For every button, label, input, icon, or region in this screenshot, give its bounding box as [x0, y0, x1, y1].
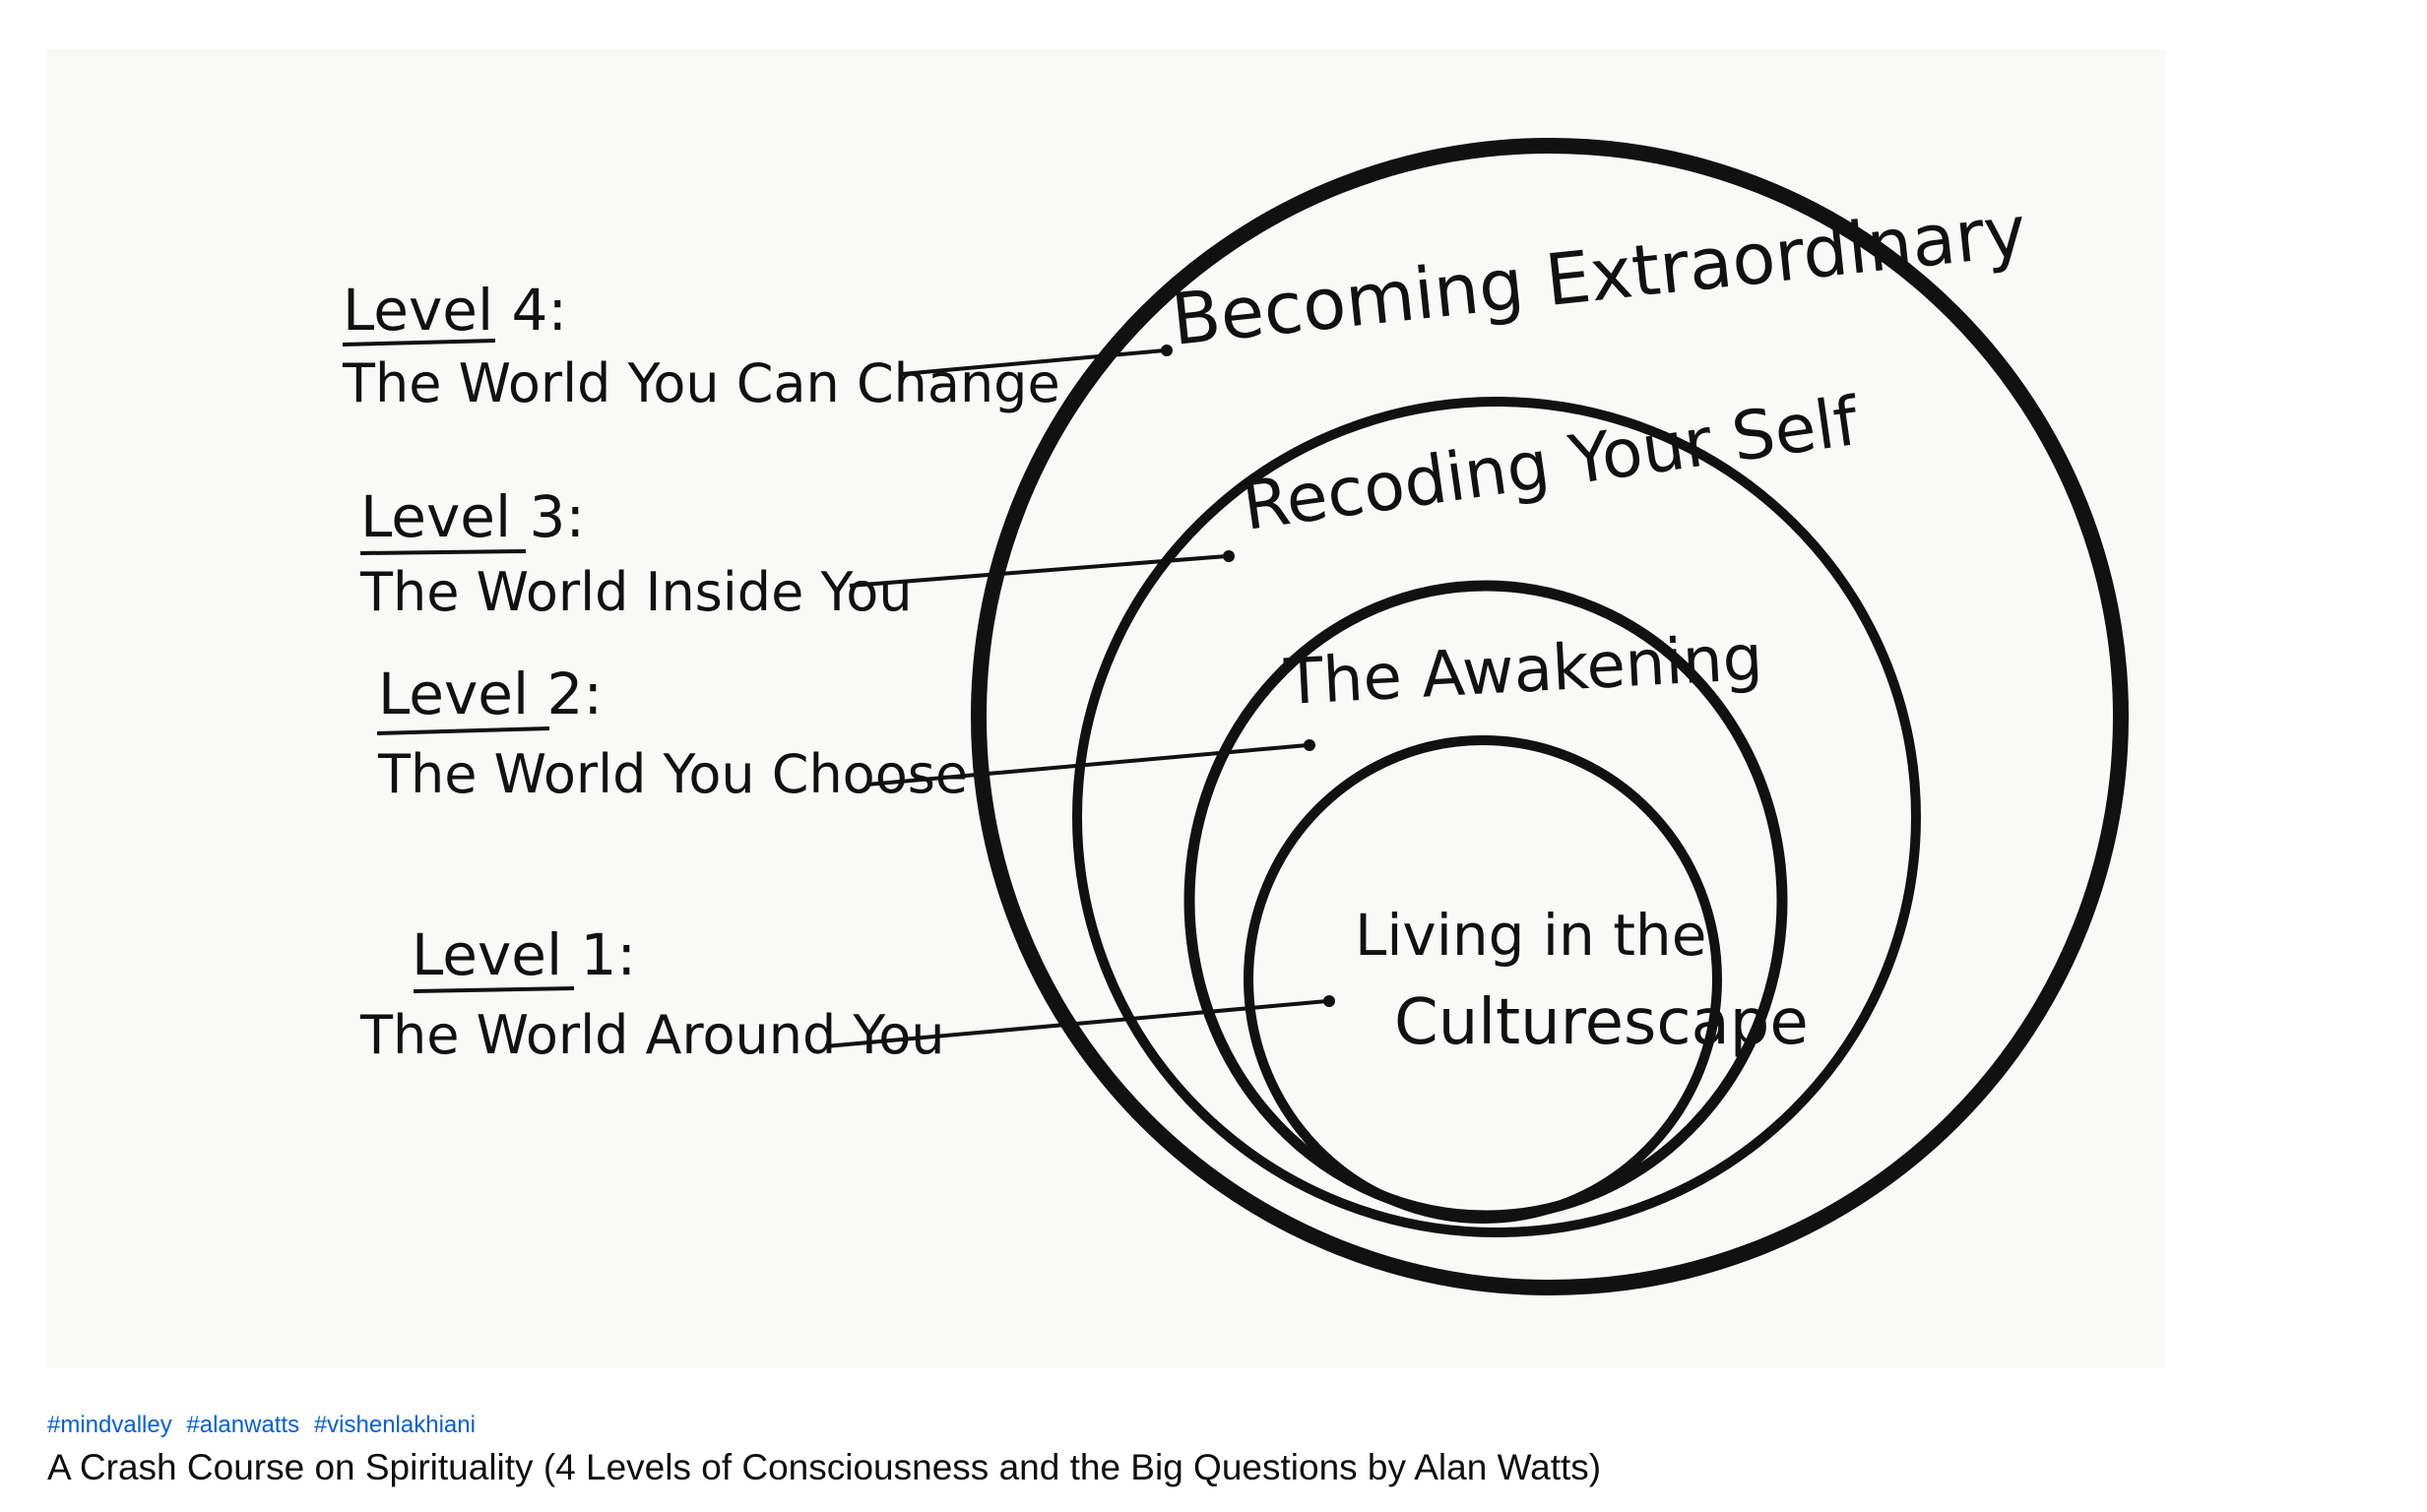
- level-4-label: Level 4:: [343, 277, 567, 344]
- consciousness-levels-diagram: Level 4: The World You Can Change Level …: [342, 138, 2129, 1295]
- video-hashtags: #mindvalley #alanwatts #vishenlakhiani: [47, 1412, 483, 1439]
- connector-level-3: [849, 554, 1228, 588]
- connector-dot-level-4: [1161, 345, 1173, 356]
- ring-label-level-1-line1: Living in the: [1355, 902, 1706, 969]
- connector-dot-level-2: [1304, 739, 1315, 751]
- level-4-underline: [342, 339, 496, 346]
- connector-dot-level-3: [1223, 550, 1235, 562]
- ring-label-level-1-line2: Culturescape: [1394, 986, 1809, 1059]
- ring-level-1: [1244, 735, 1722, 1224]
- level-3-world: The World Inside You: [359, 561, 913, 623]
- level-1-label: Level 1:: [412, 921, 636, 988]
- hashtag-link[interactable]: #vishenlakhiani: [313, 1412, 476, 1438]
- connector-level-2: [865, 743, 1309, 787]
- connector-dot-level-1: [1323, 995, 1335, 1007]
- video-player[interactable]: Level 4: The World You Can Change Level …: [47, 49, 2166, 1368]
- level-4-world: The World You Can Change: [342, 352, 1060, 414]
- level-1-underline: [413, 986, 575, 993]
- level-3-label: Level 3:: [360, 483, 585, 550]
- ring-level-3: [1072, 397, 1921, 1237]
- level-2-label: Level 2:: [378, 661, 603, 727]
- video-title: A Crash Course on Spirituality (4 Levels…: [47, 1447, 1602, 1487]
- level-1-world: The World Around You: [359, 1004, 944, 1066]
- ring-level-4: [971, 138, 2129, 1295]
- level-3-underline: [359, 549, 527, 555]
- connector-level-1: [824, 999, 1328, 1048]
- ring-label-level-2: The Awakening: [1282, 622, 1764, 720]
- hashtag-link[interactable]: #mindvalley: [47, 1412, 172, 1438]
- level-2-underline: [376, 726, 550, 735]
- ring-label-level-4: Becoming Extraordinary: [1168, 189, 2030, 361]
- level-2-world: The World You Choose: [377, 743, 968, 805]
- connector-level-4: [901, 348, 1166, 376]
- hashtag-link[interactable]: #alanwatts: [186, 1412, 300, 1438]
